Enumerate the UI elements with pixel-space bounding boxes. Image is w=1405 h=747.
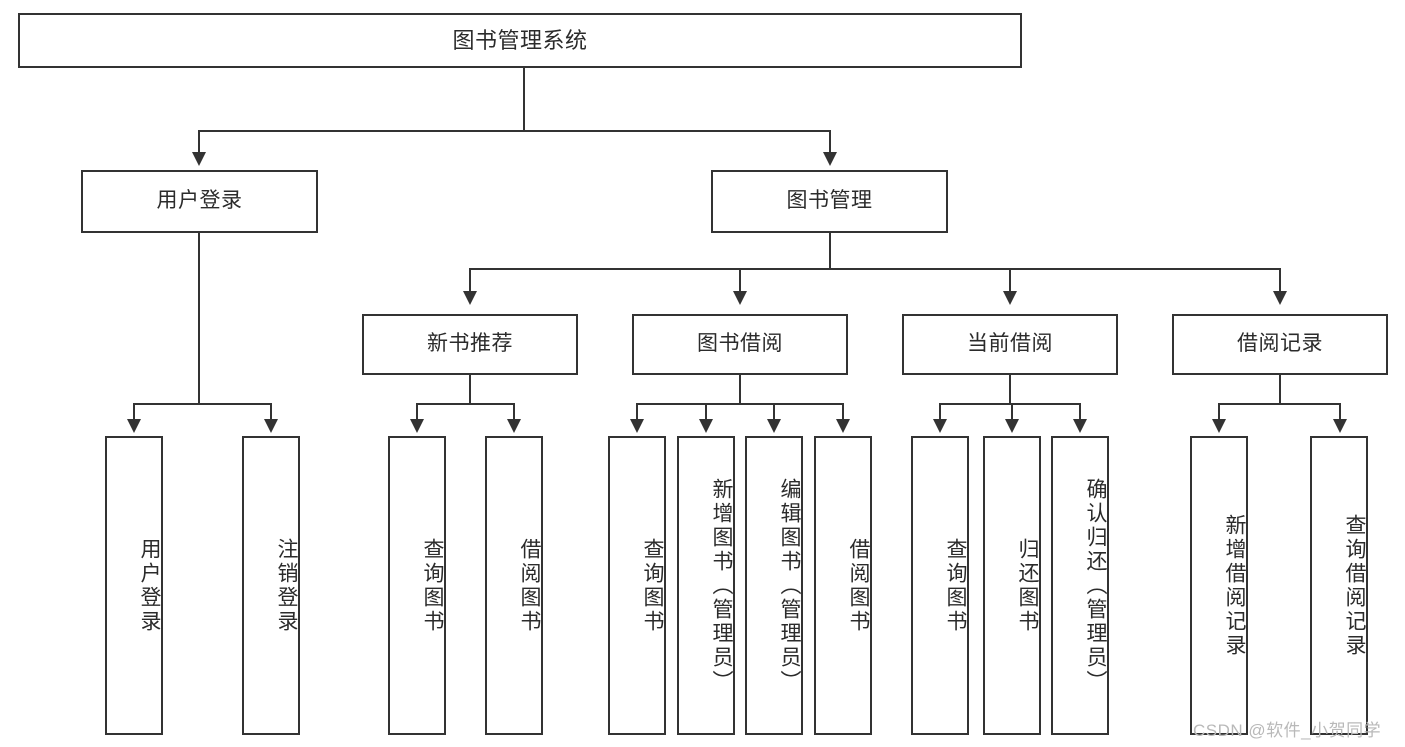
connector-root-bus	[198, 130, 830, 132]
connector-borrowrecord-bus	[1218, 403, 1340, 405]
node-label: 查询图书	[944, 537, 967, 634]
arrow-to-book-manage	[823, 152, 837, 166]
leaf-add-borrow-record[interactable]: 新增借阅记录	[1190, 436, 1248, 735]
connector-currentborrow-stem	[1009, 375, 1011, 405]
connector-to-user-login	[198, 130, 200, 156]
arrow-to-new-book	[463, 291, 477, 305]
connector-to-new-book	[469, 268, 471, 294]
node-label: 归还图书	[1016, 537, 1039, 634]
leaf-edit-book-admin[interactable]: 编辑图书（管理员）	[745, 436, 803, 735]
node-borrow-record[interactable]: 借阅记录	[1172, 314, 1388, 375]
connector-to-borrow-record	[1279, 268, 1281, 294]
node-label: 查询图书	[421, 537, 444, 634]
node-label: 查询图书	[641, 537, 664, 634]
node-root-system[interactable]: 图书管理系统	[18, 13, 1022, 68]
node-label: 新增借阅记录	[1223, 513, 1246, 658]
arrow-borrowrecord-leaf2	[1333, 419, 1347, 433]
connector-currentborrow-bus	[939, 403, 1080, 405]
node-user-login[interactable]: 用户登录	[81, 170, 318, 233]
connector-borrowrecord-stem	[1279, 375, 1281, 405]
leaf-query-borrow-record[interactable]: 查询借阅记录	[1310, 436, 1368, 735]
connector-bookborrow-stem	[739, 375, 741, 405]
connector-newbook-leaf2	[513, 403, 515, 422]
leaf-logout[interactable]: 注销登录	[242, 436, 300, 735]
leaf-confirm-return-admin[interactable]: 确认归还（管理员）	[1051, 436, 1109, 735]
connector-to-book-manage	[829, 130, 831, 156]
connector-book-manage-stem	[829, 233, 831, 270]
node-label: 确认归还（管理员）	[1084, 477, 1107, 694]
arrow-newbook-leaf1	[410, 419, 424, 433]
connector-user-login-stem	[198, 233, 200, 405]
connector-userlogin-leaf2	[270, 403, 272, 422]
node-label: 查询借阅记录	[1343, 513, 1366, 658]
leaf-borrow-book[interactable]: 借阅图书	[814, 436, 872, 735]
node-book-management[interactable]: 图书管理	[711, 170, 948, 233]
arrow-userlogin-leaf2	[264, 419, 278, 433]
connector-user-login-bus	[133, 403, 271, 405]
node-label: 借阅图书	[518, 537, 541, 634]
connector-to-current-borrow	[1009, 268, 1011, 294]
node-label: 图书管理系统	[452, 27, 588, 53]
connector-bookborrow-leaf1	[636, 403, 638, 422]
connector-root-stem	[523, 68, 525, 131]
arrow-to-user-login	[192, 152, 206, 166]
node-label: 新增图书（管理员）	[710, 477, 733, 694]
leaf-borrow-book-newbook[interactable]: 借阅图书	[485, 436, 543, 735]
node-label: 注销登录	[275, 537, 298, 634]
node-book-borrow[interactable]: 图书借阅	[632, 314, 848, 375]
leaf-query-book-borrow[interactable]: 查询图书	[608, 436, 666, 735]
arrow-userlogin-leaf1	[127, 419, 141, 433]
connector-level3-bus	[469, 268, 1281, 270]
node-current-borrow[interactable]: 当前借阅	[902, 314, 1118, 375]
node-label: 编辑图书（管理员）	[778, 477, 801, 694]
leaf-query-book-current[interactable]: 查询图书	[911, 436, 969, 735]
node-label: 图书管理	[786, 189, 873, 213]
connector-bookborrow-leaf3	[773, 403, 775, 422]
connector-userlogin-leaf1	[133, 403, 135, 422]
node-new-book-recommend[interactable]: 新书推荐	[362, 314, 578, 375]
arrow-bookborrow-leaf2	[699, 419, 713, 433]
leaf-query-book-newbook[interactable]: 查询图书	[388, 436, 446, 735]
node-label: 当前借阅	[967, 332, 1053, 356]
connector-currentborrow-leaf2	[1011, 403, 1013, 422]
arrow-bookborrow-leaf4	[836, 419, 850, 433]
connector-newbook-bus	[416, 403, 514, 405]
arrow-currentborrow-leaf1	[933, 419, 947, 433]
leaf-return-book[interactable]: 归还图书	[983, 436, 1041, 735]
connector-bookborrow-leaf2	[705, 403, 707, 422]
arrow-to-current-borrow	[1003, 291, 1017, 305]
node-label: 用户登录	[138, 537, 161, 634]
connector-borrowrecord-leaf2	[1339, 403, 1341, 422]
arrow-to-book-borrow	[733, 291, 747, 305]
arrow-bookborrow-leaf1	[630, 419, 644, 433]
node-label: 图书借阅	[697, 332, 783, 356]
leaf-add-book-admin[interactable]: 新增图书（管理员）	[677, 436, 735, 735]
arrow-bookborrow-leaf3	[767, 419, 781, 433]
connector-currentborrow-leaf1	[939, 403, 941, 422]
connector-currentborrow-leaf3	[1079, 403, 1081, 422]
node-label: 借阅图书	[847, 537, 870, 634]
connector-newbook-stem	[469, 375, 471, 405]
node-label: 用户登录	[156, 189, 243, 213]
node-label: 新书推荐	[427, 332, 513, 356]
arrow-newbook-leaf2	[507, 419, 521, 433]
csdn-watermark: CSDN @软件_小贺同学	[1193, 721, 1382, 740]
connector-borrowrecord-leaf1	[1218, 403, 1220, 422]
leaf-user-login[interactable]: 用户登录	[105, 436, 163, 735]
arrow-currentborrow-leaf2	[1005, 419, 1019, 433]
node-label: 借阅记录	[1237, 332, 1323, 356]
arrow-to-borrow-record	[1273, 291, 1287, 305]
connector-bookborrow-bus	[636, 403, 843, 405]
arrow-currentborrow-leaf3	[1073, 419, 1087, 433]
connector-newbook-leaf1	[416, 403, 418, 422]
arrow-borrowrecord-leaf1	[1212, 419, 1226, 433]
connector-to-book-borrow	[739, 268, 741, 294]
connector-bookborrow-leaf4	[842, 403, 844, 422]
